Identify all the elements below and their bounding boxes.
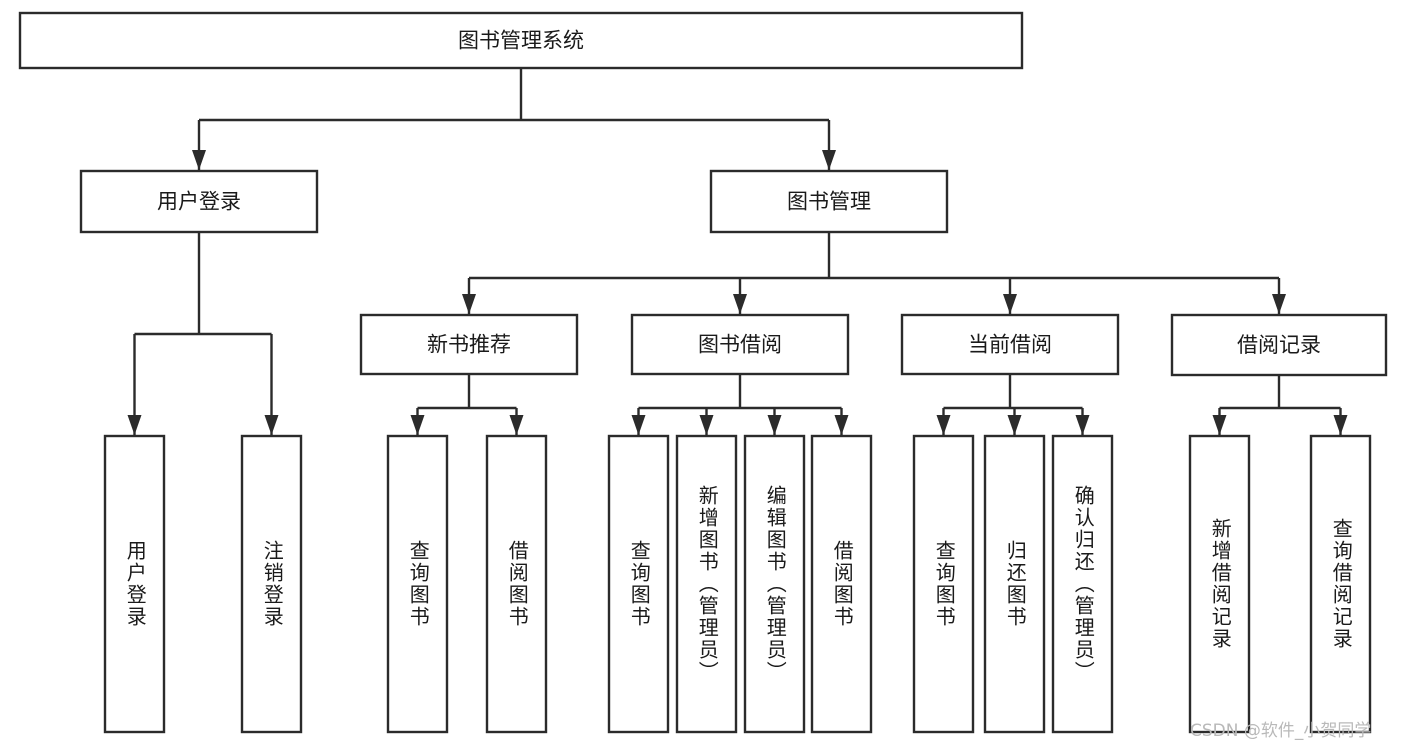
node-box-leaf-return-book[interactable] xyxy=(983,434,1046,734)
arrow-head-icon-current-borrow xyxy=(1003,294,1017,314)
arrow-head-icon-user-login xyxy=(192,150,206,170)
node-box-layer xyxy=(18,11,1388,734)
node-label-book-manage: 图书管理 xyxy=(787,190,871,214)
node-box-leaf-user-logout[interactable] xyxy=(240,434,303,734)
node-box-new-book-recommend[interactable] xyxy=(359,313,579,376)
node-box-leaf-add-book[interactable] xyxy=(675,434,738,734)
arrow-head-icon-leaf-user-logout xyxy=(264,415,279,435)
node-box-leaf-add-record[interactable] xyxy=(1188,434,1251,734)
arrow-head-icon-book-manage xyxy=(822,150,836,170)
arrow-head-icon-leaf-user-login xyxy=(127,415,142,435)
node-box-leaf-query-record[interactable] xyxy=(1309,434,1372,734)
node-box-leaf-edit-book[interactable] xyxy=(743,434,806,734)
node-label-new-book-recommend: 新书推荐 xyxy=(427,333,511,357)
node-box-borrow-record[interactable] xyxy=(1170,313,1388,377)
arrow-head-icon-borrow-record xyxy=(1272,294,1286,314)
node-box-user-login[interactable] xyxy=(79,169,319,234)
connector-layer xyxy=(127,68,1348,435)
arrow-head-icon-leaf-add-book xyxy=(699,415,714,435)
node-box-leaf-query-book-1[interactable] xyxy=(386,434,449,734)
node-box-root[interactable] xyxy=(18,11,1024,70)
node-label-book-borrow: 图书借阅 xyxy=(698,333,782,357)
arrow-head-icon-leaf-add-record xyxy=(1212,415,1227,435)
node-box-leaf-borrow-book-2[interactable] xyxy=(810,434,873,734)
node-label-borrow-record: 借阅记录 xyxy=(1237,333,1321,357)
arrow-head-icon-leaf-edit-book xyxy=(767,415,782,435)
node-box-leaf-user-login[interactable] xyxy=(103,434,166,734)
arrow-head-icon-leaf-query-record xyxy=(1333,415,1348,435)
arrow-head-icon-leaf-query-book-1 xyxy=(410,415,425,435)
node-box-leaf-borrow-book-1[interactable] xyxy=(485,434,548,734)
node-label-user-login: 用户登录 xyxy=(157,190,241,214)
arrow-head-icon-leaf-borrow-book-1 xyxy=(509,415,524,435)
node-box-book-borrow[interactable] xyxy=(630,313,850,376)
node-box-leaf-query-book-3[interactable] xyxy=(912,434,975,734)
node-label-root: 图书管理系统 xyxy=(458,29,584,53)
node-box-leaf-confirm-return[interactable] xyxy=(1051,434,1114,734)
arrow-head-icon-leaf-confirm-return xyxy=(1075,415,1090,435)
node-box-leaf-query-book-2[interactable] xyxy=(607,434,670,734)
arrow-head-icon-leaf-query-book-2 xyxy=(631,415,646,435)
arrow-head-icon-book-borrow xyxy=(733,294,747,314)
node-label-current-borrow: 当前借阅 xyxy=(968,333,1052,357)
arrow-head-icon-leaf-query-book-3 xyxy=(936,415,951,435)
arrow-head-icon-new-book-recommend xyxy=(462,294,476,314)
node-box-current-borrow[interactable] xyxy=(900,313,1120,376)
arrow-head-icon-leaf-borrow-book-2 xyxy=(834,415,849,435)
node-box-book-manage[interactable] xyxy=(709,169,949,234)
arrow-head-icon-leaf-return-book xyxy=(1007,415,1022,435)
